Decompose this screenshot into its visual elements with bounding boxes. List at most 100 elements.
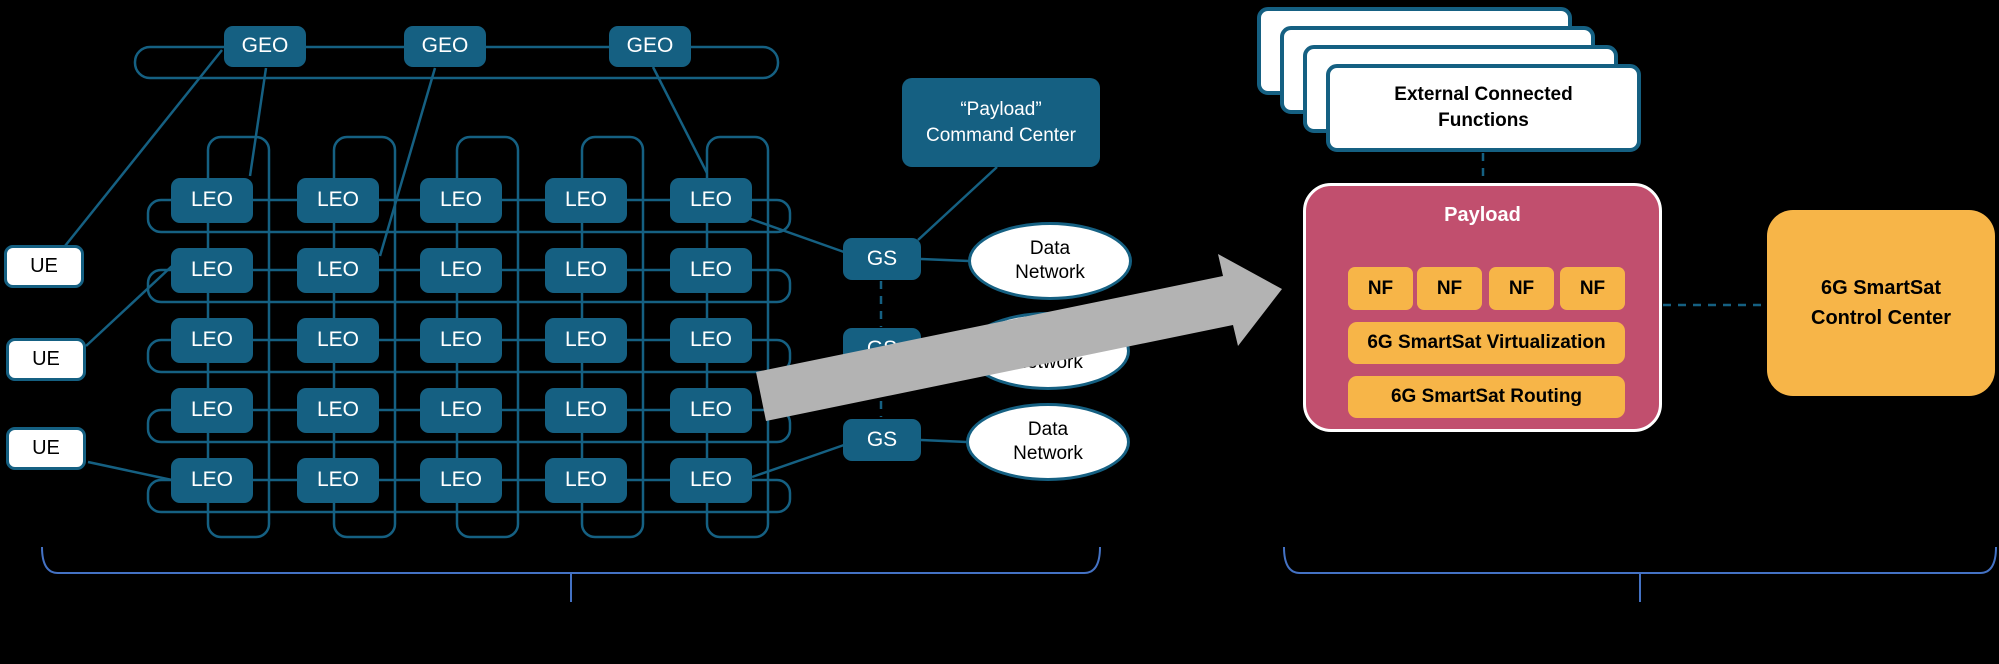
gs-label: GS [866, 246, 898, 270]
ue-label: UE [30, 255, 58, 277]
nf-box: NF [1560, 267, 1625, 310]
underbrace-right [1283, 546, 1997, 602]
data-network-label-line2: Network [1015, 262, 1085, 283]
leo-label: LEO [689, 468, 733, 492]
underbrace-left [41, 546, 1101, 602]
leo-node: LEO [171, 248, 253, 293]
leo-label: LEO [316, 188, 360, 212]
ue3-leo-link [87, 460, 173, 482]
leo-label: LEO [190, 188, 234, 212]
data-network-label-line1: Data [1027, 419, 1069, 440]
leo-node: LEO [171, 458, 253, 503]
virtualization-bar: 6G SmartSat Virtualization [1348, 322, 1625, 364]
external-functions-label-line2: Functions [1438, 110, 1529, 131]
leo-label: LEO [439, 468, 483, 492]
leo-node: LEO [670, 458, 752, 503]
geo-node: GEO [404, 26, 486, 67]
nf-label: NF [1508, 277, 1535, 299]
leo-label: LEO [190, 398, 234, 422]
leo-node: LEO [297, 178, 379, 223]
nf-box: NF [1417, 267, 1482, 310]
virtualization-label: 6G SmartSat Virtualization [1367, 332, 1606, 353]
control-center-label-line1: 6G SmartSat [1820, 277, 1942, 299]
leo-node: LEO [297, 388, 379, 433]
leo-node: LEO [545, 458, 627, 503]
geo-label: GEO [421, 34, 469, 58]
payload-title: Payload [1444, 204, 1521, 226]
data-network-label-line1: Data [1029, 238, 1071, 259]
ue-label: UE [32, 437, 60, 459]
command-center-label-line1: “Payload” [960, 98, 1042, 120]
nf-label: NF [1579, 277, 1606, 299]
nf-box: NF [1489, 267, 1554, 310]
leo-label: LEO [316, 468, 360, 492]
leo-node: LEO [297, 458, 379, 503]
leo-gs1-link [747, 216, 845, 254]
gs-node: GS [843, 419, 921, 461]
leo-label: LEO [439, 258, 483, 282]
leo-label: LEO [564, 468, 608, 492]
leo-label: LEO [316, 258, 360, 282]
leo-node: LEO [670, 178, 752, 223]
leo-node: LEO [670, 388, 752, 433]
leo-node: LEO [545, 388, 627, 433]
leo-node: LEO [171, 178, 253, 223]
gs-node: GS [843, 238, 921, 280]
control-center-label-line2: Control Center [1811, 307, 1951, 329]
routing-bar: 6G SmartSat Routing [1348, 376, 1625, 418]
geo1-ue1-link [64, 49, 223, 247]
leo-node: LEO [297, 318, 379, 363]
leo-label: LEO [564, 328, 608, 352]
ue2-leo-link [85, 265, 173, 347]
leo-node: LEO [420, 318, 502, 363]
ue-label: UE [32, 348, 60, 370]
zoom-arrow [756, 254, 1282, 421]
ue-node: UE [6, 338, 86, 381]
leo-label: LEO [316, 398, 360, 422]
data-network-label-line2: Network [1013, 443, 1083, 464]
leo-label: LEO [689, 328, 733, 352]
leo-label: LEO [190, 328, 234, 352]
leo-node: LEO [171, 318, 253, 363]
leo-gs3-link [751, 443, 845, 479]
leo-node: LEO [420, 388, 502, 433]
gs-label: GS [866, 427, 898, 451]
leo-node: LEO [545, 178, 627, 223]
access-links [64, 49, 998, 482]
geo-label: GEO [241, 34, 289, 58]
leo-node: LEO [420, 178, 502, 223]
ue-node: UE [6, 427, 86, 470]
leo-node: LEO [670, 248, 752, 293]
geo3-leo-link [651, 66, 709, 174]
leo-node: LEO [297, 248, 379, 293]
leo-node: LEO [420, 248, 502, 293]
nf-label: NF [1367, 277, 1394, 299]
leo-label: LEO [564, 188, 608, 212]
routing-label: 6G SmartSat Routing [1390, 386, 1583, 407]
geo-node: GEO [609, 26, 691, 67]
leo-label: LEO [190, 258, 234, 282]
leo-label: LEO [564, 258, 608, 282]
leo-node: LEO [670, 318, 752, 363]
geo-label: GEO [626, 34, 674, 58]
leo-label: LEO [439, 328, 483, 352]
leo-label: LEO [439, 398, 483, 422]
geo-node: GEO [224, 26, 306, 67]
nf-box: NF [1348, 267, 1413, 310]
payload-command-center: “Payload”Command Center [902, 78, 1100, 167]
nf-label: NF [1436, 277, 1463, 299]
leo-label: LEO [190, 468, 234, 492]
leo-node: LEO [545, 248, 627, 293]
external-functions-label-line1: External Connected [1394, 84, 1573, 105]
leo-node: LEO [171, 388, 253, 433]
geo1-leo-link [248, 67, 268, 177]
leo-node: LEO [545, 318, 627, 363]
